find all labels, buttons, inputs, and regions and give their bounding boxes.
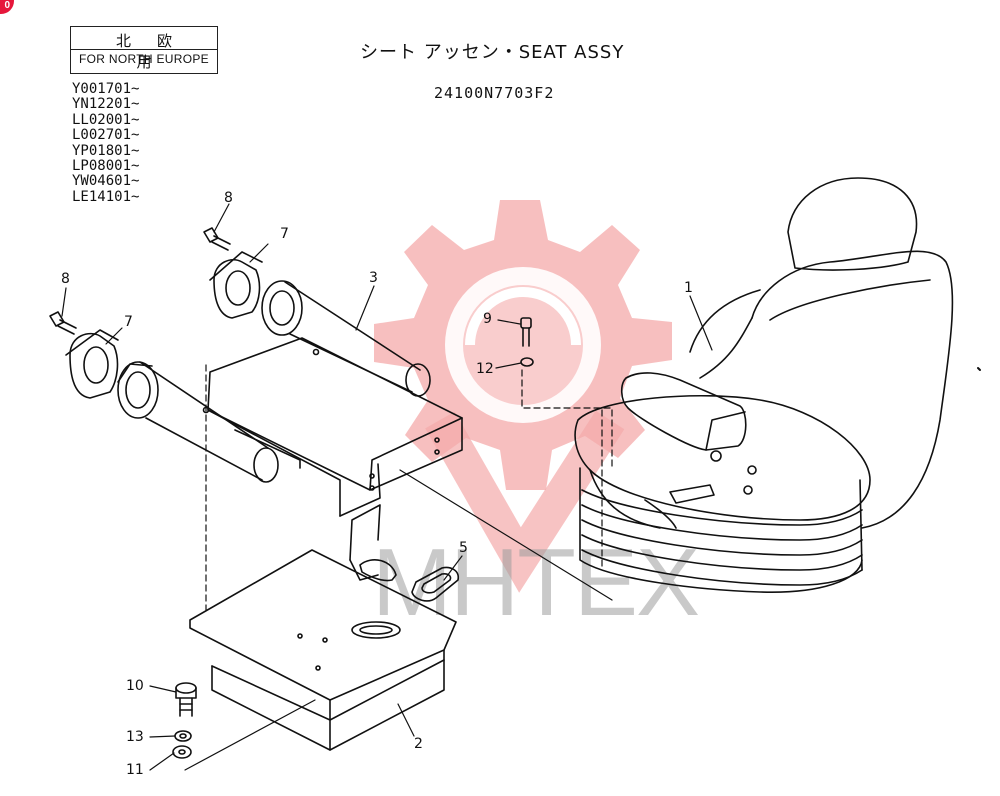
callout-2: 2 <box>414 736 423 752</box>
region-box: 北欧用 FOR NORTH EUROPE <box>70 26 218 74</box>
bolt-8-right-part <box>203 227 231 251</box>
seat-part <box>574 177 954 593</box>
tube-cap-right-part <box>209 251 263 319</box>
region-divider <box>71 49 217 50</box>
page-title: シート アッセン・SEAT ASSY <box>360 42 625 63</box>
left-tube-part <box>117 361 279 483</box>
callout-5: 5 <box>459 540 468 556</box>
region-label-jp: 北欧用 <box>115 32 198 71</box>
callout-7-lower: 7 <box>124 314 133 330</box>
washer-13-part <box>174 730 192 742</box>
callout-13: 13 <box>126 729 144 745</box>
serial-item: LP08001~ <box>72 158 140 175</box>
upper-bracket-part <box>202 337 463 517</box>
tube-cap-left-part <box>65 329 119 399</box>
serial-item: LE14101~ <box>72 188 140 205</box>
callout-3: 3 <box>369 270 378 286</box>
bolt-10-part <box>175 682 197 717</box>
corner-badge-text: 0 <box>4 0 10 11</box>
right-tube-part <box>261 280 431 397</box>
washer-11-part <box>172 745 192 759</box>
callout-11: 11 <box>126 762 144 778</box>
serial-item: LL02001~ <box>72 111 140 128</box>
serial-item: L002701~ <box>72 127 140 144</box>
callout-8-lower: 8 <box>61 271 70 287</box>
serial-item: YP01801~ <box>72 142 140 159</box>
callout-12: 12 <box>476 361 494 377</box>
washer-12-part <box>520 357 534 367</box>
slide-bracket-part <box>189 504 457 751</box>
bolt-8-left-part <box>49 311 77 335</box>
callout-8-upper: 8 <box>224 190 233 206</box>
callout-9: 9 <box>483 311 492 327</box>
serial-item: YN12201~ <box>72 96 140 113</box>
callout-7-upper: 7 <box>280 226 289 242</box>
callout-10: 10 <box>126 678 144 694</box>
region-label-en: FOR NORTH EUROPE <box>79 52 209 66</box>
serial-list: Y001701~ YN12201~ LL02001~ L002701~ YP01… <box>72 81 140 205</box>
callout-1: 1 <box>684 280 693 296</box>
bolt-9-part <box>520 317 532 347</box>
serial-item: YW04601~ <box>72 173 140 190</box>
serial-item: Y001701~ <box>72 81 140 97</box>
slot-plate-5-part <box>411 566 460 602</box>
part-number: 24100N7703F2 <box>434 84 555 102</box>
